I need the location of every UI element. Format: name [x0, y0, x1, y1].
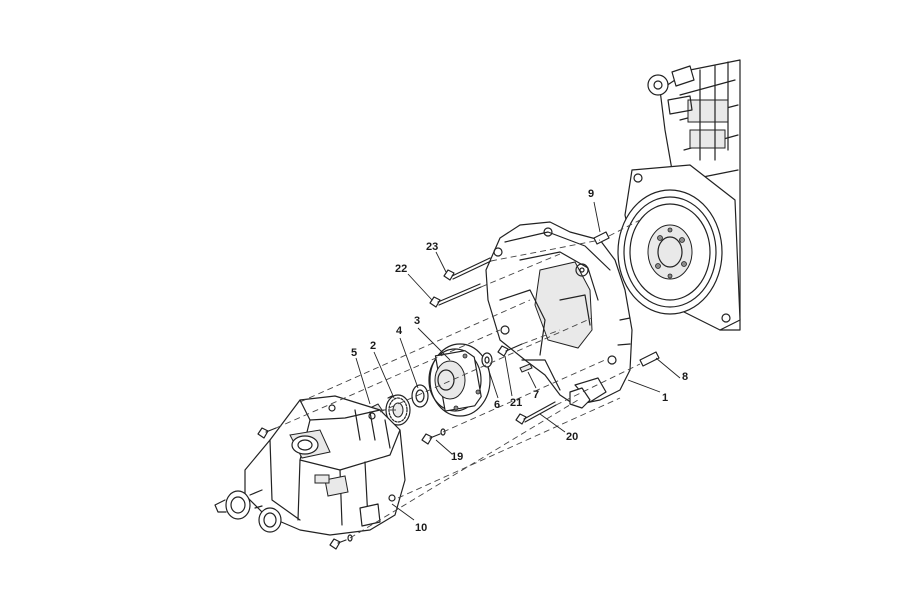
callout-2: 2 [370, 340, 377, 352]
bolt-short-lower [421, 428, 446, 445]
callout-7: 7 [533, 389, 540, 401]
callout-4: 4 [396, 325, 403, 337]
callout-1: 1 [662, 392, 669, 404]
pump-bolt-upper-left [257, 427, 277, 439]
flywheel [617, 189, 723, 315]
stud-upper [593, 231, 610, 245]
seal-ring [411, 384, 429, 408]
callout-5: 5 [351, 347, 358, 359]
callout-8: 8 [682, 371, 689, 383]
gear-coupling [385, 394, 411, 426]
bolt-long-upper [443, 257, 492, 281]
stud-right [639, 351, 660, 367]
bolt-long-bottom [515, 401, 557, 425]
callout-19: 19 [451, 451, 464, 463]
callout-3: 3 [414, 315, 421, 327]
callout-9: 9 [588, 188, 595, 200]
bolt-long-lower [429, 283, 482, 308]
leader-lines [355, 201, 681, 521]
callout-20: 20 [566, 431, 579, 443]
pump-bolt-bottom [329, 534, 353, 550]
callout-6: 6 [494, 399, 501, 411]
hydraulic-pump [214, 395, 406, 536]
callout-23: 23 [426, 241, 439, 253]
pump-mounting-housing [485, 221, 633, 409]
coupling-adapter-plate [428, 343, 491, 417]
dowel-pin [519, 363, 533, 373]
assembly-guide-lines [275, 219, 641, 539]
washer [481, 352, 493, 368]
callout-10: 10 [415, 522, 428, 534]
callout-21: 21 [510, 397, 523, 409]
callout-22: 22 [395, 263, 408, 275]
bolt-short-middle [497, 343, 523, 357]
